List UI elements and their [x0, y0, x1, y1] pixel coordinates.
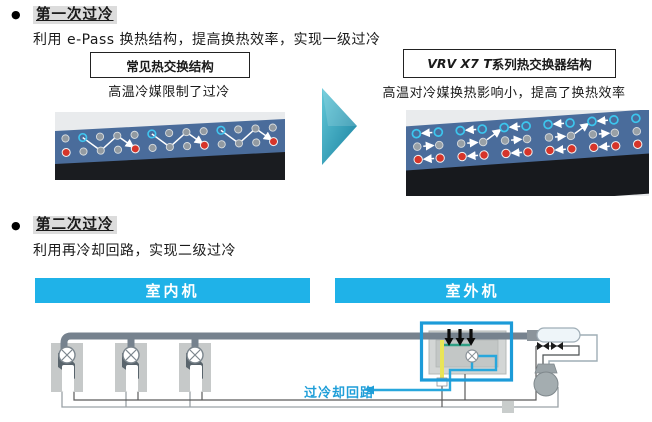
section2-description: 利用再冷却回路，实现二级过冷: [33, 243, 236, 259]
pipe-joint-box: [502, 401, 514, 413]
oil-separator: [527, 327, 581, 343]
bullet-1: ●: [11, 8, 21, 21]
liquid-pipes: [61, 346, 559, 408]
zigzag-pass-diagram: [55, 112, 285, 180]
epass-flow-diagram: [406, 110, 649, 196]
bullet-2: ●: [11, 219, 21, 232]
subcool-loop-label: 过冷却回路: [304, 386, 375, 401]
subcool-hx-box: [419, 321, 514, 382]
subcool-arrowhead-icon: [365, 385, 374, 395]
indoor-unit-header: 室内机: [35, 278, 310, 303]
yellow-pipe: [436, 340, 448, 387]
refrigerant-piping-diagram: [51, 321, 598, 413]
vrv-structure-box: VRV X7 T 系列热交换器结构: [403, 49, 616, 78]
common-structure-caption: 高温冷媒限制了过冷: [108, 85, 230, 100]
arrow-right-icon: [322, 88, 357, 165]
vrv-hex-photo: [406, 110, 649, 196]
flow-down-arrows-icon: [444, 329, 476, 346]
vrv-structure-caption: 高温对冷媒换热影响小，提高了换热效率: [382, 86, 626, 101]
section1-description: 利用 e-Pass 换热结构，提高换热效率，实现一级过冷: [33, 32, 381, 48]
common-structure-box: 常见热交换结构: [90, 52, 250, 78]
compressor-icon: [533, 363, 559, 397]
section2-title: 第二次过冷: [33, 213, 117, 234]
return-pipe-inner: [536, 345, 580, 365]
return-pipe-outer: [548, 334, 598, 365]
shutoff-valves-icon: [537, 342, 563, 350]
fan-coil-units: [58, 346, 204, 392]
expansion-valve-icon: [465, 349, 479, 363]
section1-title: 第一次过冷: [33, 3, 117, 24]
outdoor-unit-header: 室外机: [335, 278, 610, 303]
common-hex-photo: [55, 112, 285, 180]
